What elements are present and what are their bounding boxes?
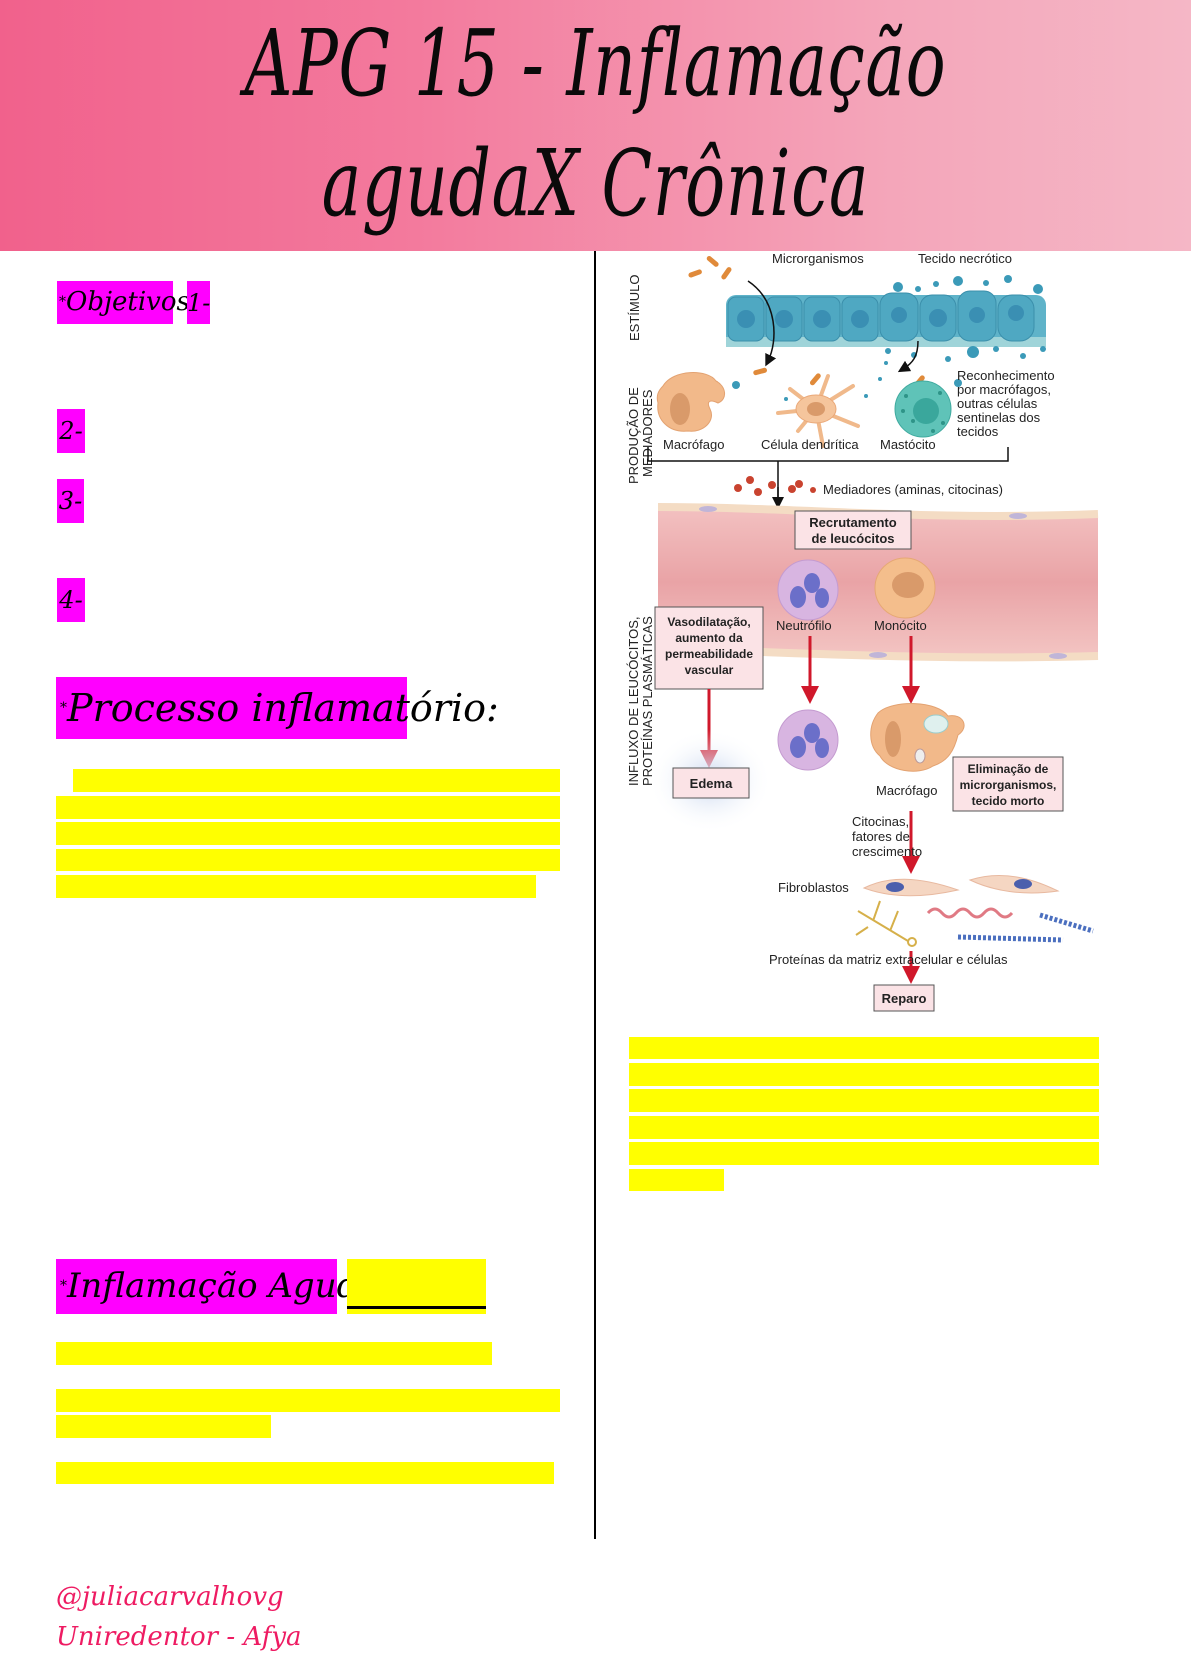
process-heading-label: Processo inflamatório: [67,686,499,730]
repair-box: Reparo [873,984,935,1012]
svg-text:Reconhecimento: Reconhecimento [957,368,1055,383]
underline [347,1306,486,1309]
highlighted-text-line [56,1462,554,1484]
acute-heading-label: Inflamação Aguda: [67,1266,391,1306]
label-mediators: Mediadores (aminas, citocinas) [823,482,1003,497]
svg-text:vascular: vascular [685,663,734,677]
label-recognition: Reconhecimento por macrófagos, outras cé… [957,368,1055,439]
svg-text:Vasodilatação,: Vasodilatação, [667,615,750,629]
elimination-box: Eliminação de microrganismos, tecido mor… [952,756,1064,812]
highlighted-text-line [629,1169,724,1191]
mediator-particles [734,476,816,496]
neutrophil-cell [777,559,839,621]
label-necrotic-tissue: Tecido necrótico [918,251,1012,266]
acute-inflammation-heading: *Inflamação Aguda: [56,1259,390,1314]
neutrophil-cell-2 [777,709,839,771]
dendritic-cell [776,374,860,448]
asterisk: * [59,294,66,310]
svg-text:INFLUXO DE LEUCÓCITOS,: INFLUXO DE LEUCÓCITOS, [626,616,641,786]
title-banner: APG 15 - Inflamação agudaX Crônica [0,0,1191,251]
svg-text:PROTEÍNAS PLASMÁTICAS: PROTEÍNAS PLASMÁTICAS [640,616,655,786]
highlighted-text-line [629,1142,1099,1165]
objective-item-1: 1- [187,281,210,324]
svg-text:aumento da: aumento da [675,631,743,645]
svg-text:Reparo: Reparo [882,991,927,1006]
svg-text:tecido morto: tecido morto [972,794,1045,808]
objective-item-2: 2- [57,409,85,453]
highlighted-text-line [56,875,536,898]
arrow-microorganisms [747,280,777,367]
highlighted-text-line [629,1089,1099,1112]
svg-text:Eliminação de: Eliminação de [968,762,1049,776]
label-microorganisms: Microrganismos [772,251,864,266]
row-label-stimulus: ESTÍMULO [627,275,642,341]
svg-text:microrganismos,: microrganismos, [960,778,1057,792]
highlighted-text-line [56,1342,492,1365]
label-macrophage: Macrófago [663,437,724,452]
label-neutrophil: Neutrófilo [776,618,832,633]
highlighted-text-line [629,1037,1099,1059]
acute-blank-field [347,1259,486,1314]
label-cytokines: Citocinas, fatores de crescimento [852,814,922,859]
svg-text:MEDIADORES: MEDIADORES [640,389,655,477]
svg-text:PRODUÇÃO DE: PRODUÇÃO DE [626,387,641,484]
vasodilation-box: Vasodilatação, aumento da permeabilidade… [654,606,764,690]
objectives-label: Objetivos: [66,287,199,317]
row-label-influx: INFLUXO DE LEUCÓCITOS, PROTEÍNAS PLASMÁT… [626,616,655,786]
column-divider [594,251,596,1539]
author-handle: @juliacarvalhovg [56,1582,284,1612]
row-label-mediators: PRODUÇÃO DE MEDIADORES [626,387,655,484]
macrophage-cell-2 [870,703,965,772]
highlighted-text-line [56,1389,560,1412]
macrophage-cell [656,372,725,432]
highlighted-text-line [629,1116,1099,1139]
ecm-proteins [855,900,1094,947]
svg-text:tecidos: tecidos [957,424,999,439]
objective-item-3: 3- [57,479,84,523]
fibroblast-cells [862,875,1060,897]
title-line-2: agudaX Crônica [321,130,870,237]
label-fibroblasts: Fibroblastos [778,880,849,895]
title-line-1: APG 15 - Inflamação [244,10,947,117]
objectives-heading: *Objetivos: [57,281,199,324]
label-macrophage-2: Macrófago [876,783,937,798]
highlighted-text-line [73,769,560,792]
monocyte-cell [874,557,936,619]
svg-text:de leucócitos: de leucócitos [811,531,894,546]
svg-text:permeabilidade: permeabilidade [665,647,753,661]
recruitment-box: Recrutamento de leucócitos [794,510,912,550]
inflammation-diagram: ESTÍMULO PRODUÇÃO DE MEDIADORES INFLUXO … [618,251,1148,1021]
label-dendritic-cell: Célula dendrítica [761,437,859,452]
process-heading: *Processo inflamatório: [56,677,499,739]
highlighted-text-line [56,822,560,845]
svg-text:ESTÍMULO: ESTÍMULO [627,275,642,341]
page-title: APG 15 - Inflamação agudaX Crônica [167,0,1025,244]
footer-credits: @juliacarvalhovg Uniredentor - Afya [56,1577,302,1657]
svg-text:crescimento: crescimento [852,844,922,859]
label-monocyte: Monócito [874,618,927,633]
svg-text:outras células: outras células [957,396,1038,411]
svg-text:Edema: Edema [690,776,733,791]
highlighted-text-line [56,1415,271,1438]
highlighted-text-line [56,849,560,871]
institution: Uniredentor - Afya [56,1622,302,1652]
highlighted-text-line [56,796,560,819]
arrow-necrotic [897,340,919,373]
highlighted-text-line [629,1063,1099,1086]
mast-cell [894,380,952,438]
svg-text:Recrutamento: Recrutamento [809,515,896,530]
edema-box: Edema [672,767,750,799]
svg-text:sentinelas dos: sentinelas dos [957,410,1041,425]
svg-text:por macrófagos,: por macrófagos, [957,382,1051,397]
debris-particles [732,361,962,401]
label-ecm-proteins: Proteínas da matriz extracelular e célul… [769,952,1008,967]
epithelium-cells [726,275,1046,362]
label-mast-cell: Mastócito [880,437,936,452]
svg-text:fatores de: fatores de [852,829,910,844]
svg-text:Citocinas,: Citocinas, [852,814,909,829]
objective-item-4: 4- [57,578,85,622]
